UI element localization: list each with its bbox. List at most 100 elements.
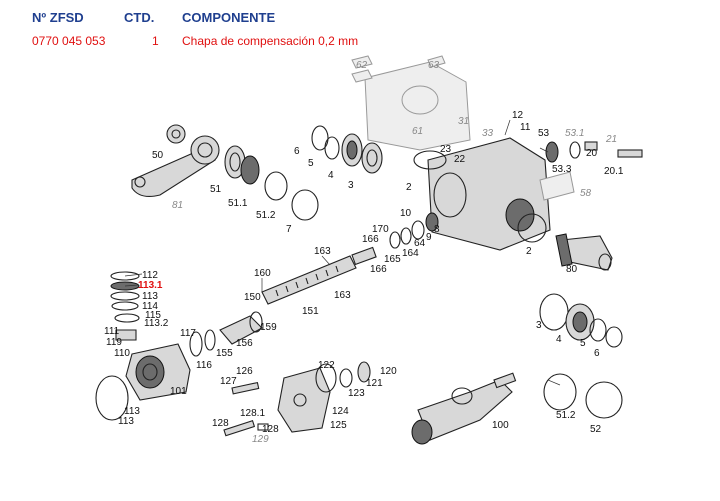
label-127: 127	[220, 376, 237, 387]
selected-row-ref: 0770 045 053	[32, 34, 106, 48]
label-110: 110	[114, 348, 130, 359]
label-6-right: 6	[594, 348, 600, 359]
label-8: 8	[434, 224, 440, 235]
label-122: 122	[318, 360, 335, 371]
label-164: 164	[402, 248, 419, 259]
column-header-component: COMPONENTE	[182, 10, 276, 25]
label-63: 63	[428, 60, 440, 71]
label-3-right: 3	[536, 320, 542, 331]
label-21: 21	[605, 134, 617, 145]
label-53-1: 53.1	[565, 128, 584, 139]
label-11: 11	[520, 122, 531, 133]
label-113: 113	[142, 291, 158, 302]
label-166-bottom: 166	[370, 264, 387, 275]
label-170: 170	[372, 224, 389, 235]
cover-part-61	[351, 55, 471, 151]
label-33: 33	[482, 128, 494, 139]
label-81: 81	[172, 200, 183, 211]
label-4-right: 4	[556, 334, 562, 345]
label-128-right: 128	[262, 424, 279, 435]
label-51-2-right: 51.2	[556, 410, 576, 421]
label-113-lower-a: 113	[124, 406, 140, 417]
sleeve-part-156	[219, 311, 263, 345]
label-151: 151	[302, 306, 319, 317]
label-5-right: 5	[580, 338, 586, 349]
label-163-bottom: 163	[334, 290, 351, 301]
steering-housing	[413, 137, 551, 251]
column-header-qty: CTD.	[124, 10, 155, 25]
label-51: 51	[210, 184, 222, 195]
bearing-set-3-6	[311, 125, 383, 174]
label-128-1: 128.1	[240, 408, 265, 419]
label-101: 101	[170, 386, 187, 397]
label-117: 117	[180, 328, 196, 339]
label-50: 50	[152, 150, 164, 161]
label-111: 111	[104, 326, 120, 337]
label-12: 12	[512, 110, 524, 121]
label-113-2: 113.2	[144, 318, 169, 329]
label-58: 58	[580, 188, 592, 199]
label-53: 53	[538, 128, 550, 139]
label-160: 160	[254, 268, 271, 279]
label-113-lower-b: 113	[118, 416, 134, 427]
label-115: 115	[145, 310, 161, 321]
label-9: 9	[426, 232, 432, 243]
valve-parts-53	[539, 141, 643, 201]
label-61: 61	[412, 126, 423, 137]
label-121: 121	[366, 378, 383, 389]
label-23: 23	[440, 144, 452, 155]
cover-part-125	[277, 361, 371, 433]
rings-52	[543, 373, 623, 419]
part-labels: 50 51 51.1 51.2 7 81 6 5 4 3 2 61 62 63 …	[104, 60, 624, 445]
label-64: 64	[414, 238, 426, 249]
selected-row-component: Chapa de compensación 0,2 mm	[182, 34, 359, 48]
label-31: 31	[458, 116, 469, 127]
label-2-top: 2	[406, 182, 412, 193]
label-119: 119	[106, 337, 122, 348]
label-150: 150	[244, 292, 261, 303]
label-155: 155	[216, 348, 233, 359]
label-20-1: 20.1	[604, 166, 624, 177]
sector-shaft-part-80	[555, 233, 613, 271]
label-3: 3	[348, 180, 354, 191]
label-22: 22	[454, 154, 466, 165]
label-123: 123	[348, 388, 365, 399]
label-5: 5	[308, 158, 314, 169]
label-80: 80	[566, 264, 578, 275]
label-7: 7	[286, 224, 292, 235]
label-129: 129	[252, 434, 269, 445]
label-128-left: 128	[212, 418, 229, 429]
bolts-127-128	[223, 381, 269, 437]
selected-row-qty: 1	[152, 34, 159, 48]
leader-lines	[124, 119, 561, 386]
label-159: 159	[260, 322, 277, 333]
label-124: 124	[332, 406, 349, 417]
label-114: 114	[142, 301, 158, 312]
label-51-1: 51.1	[228, 198, 248, 209]
label-125: 125	[330, 420, 347, 431]
label-156: 156	[236, 338, 253, 349]
label-165: 165	[384, 254, 401, 265]
worm-shaft-part-151	[261, 212, 439, 305]
label-100: 100	[492, 420, 509, 431]
label-51-2: 51.2	[256, 210, 276, 221]
label-4: 4	[328, 170, 334, 181]
label-52: 52	[590, 424, 602, 435]
pitman-arm-part-50	[131, 124, 220, 197]
seal-rings-51	[224, 145, 319, 221]
label-120: 120	[380, 366, 397, 377]
label-62: 62	[356, 60, 368, 71]
column-header-ref: Nº ZFSD	[32, 10, 84, 25]
label-116: 116	[196, 360, 212, 371]
label-126: 126	[236, 366, 253, 377]
label-6: 6	[294, 146, 300, 157]
label-10: 10	[400, 208, 412, 219]
label-113-1-highlighted: 113.1	[138, 280, 163, 291]
assembled-unit-part-100	[411, 372, 517, 445]
label-2-right: 2	[526, 246, 532, 257]
label-163-top: 163	[314, 246, 331, 257]
label-166-top: 166	[362, 234, 379, 245]
label-53-3: 53.3	[552, 164, 572, 175]
sector-bearing-set	[539, 293, 623, 348]
